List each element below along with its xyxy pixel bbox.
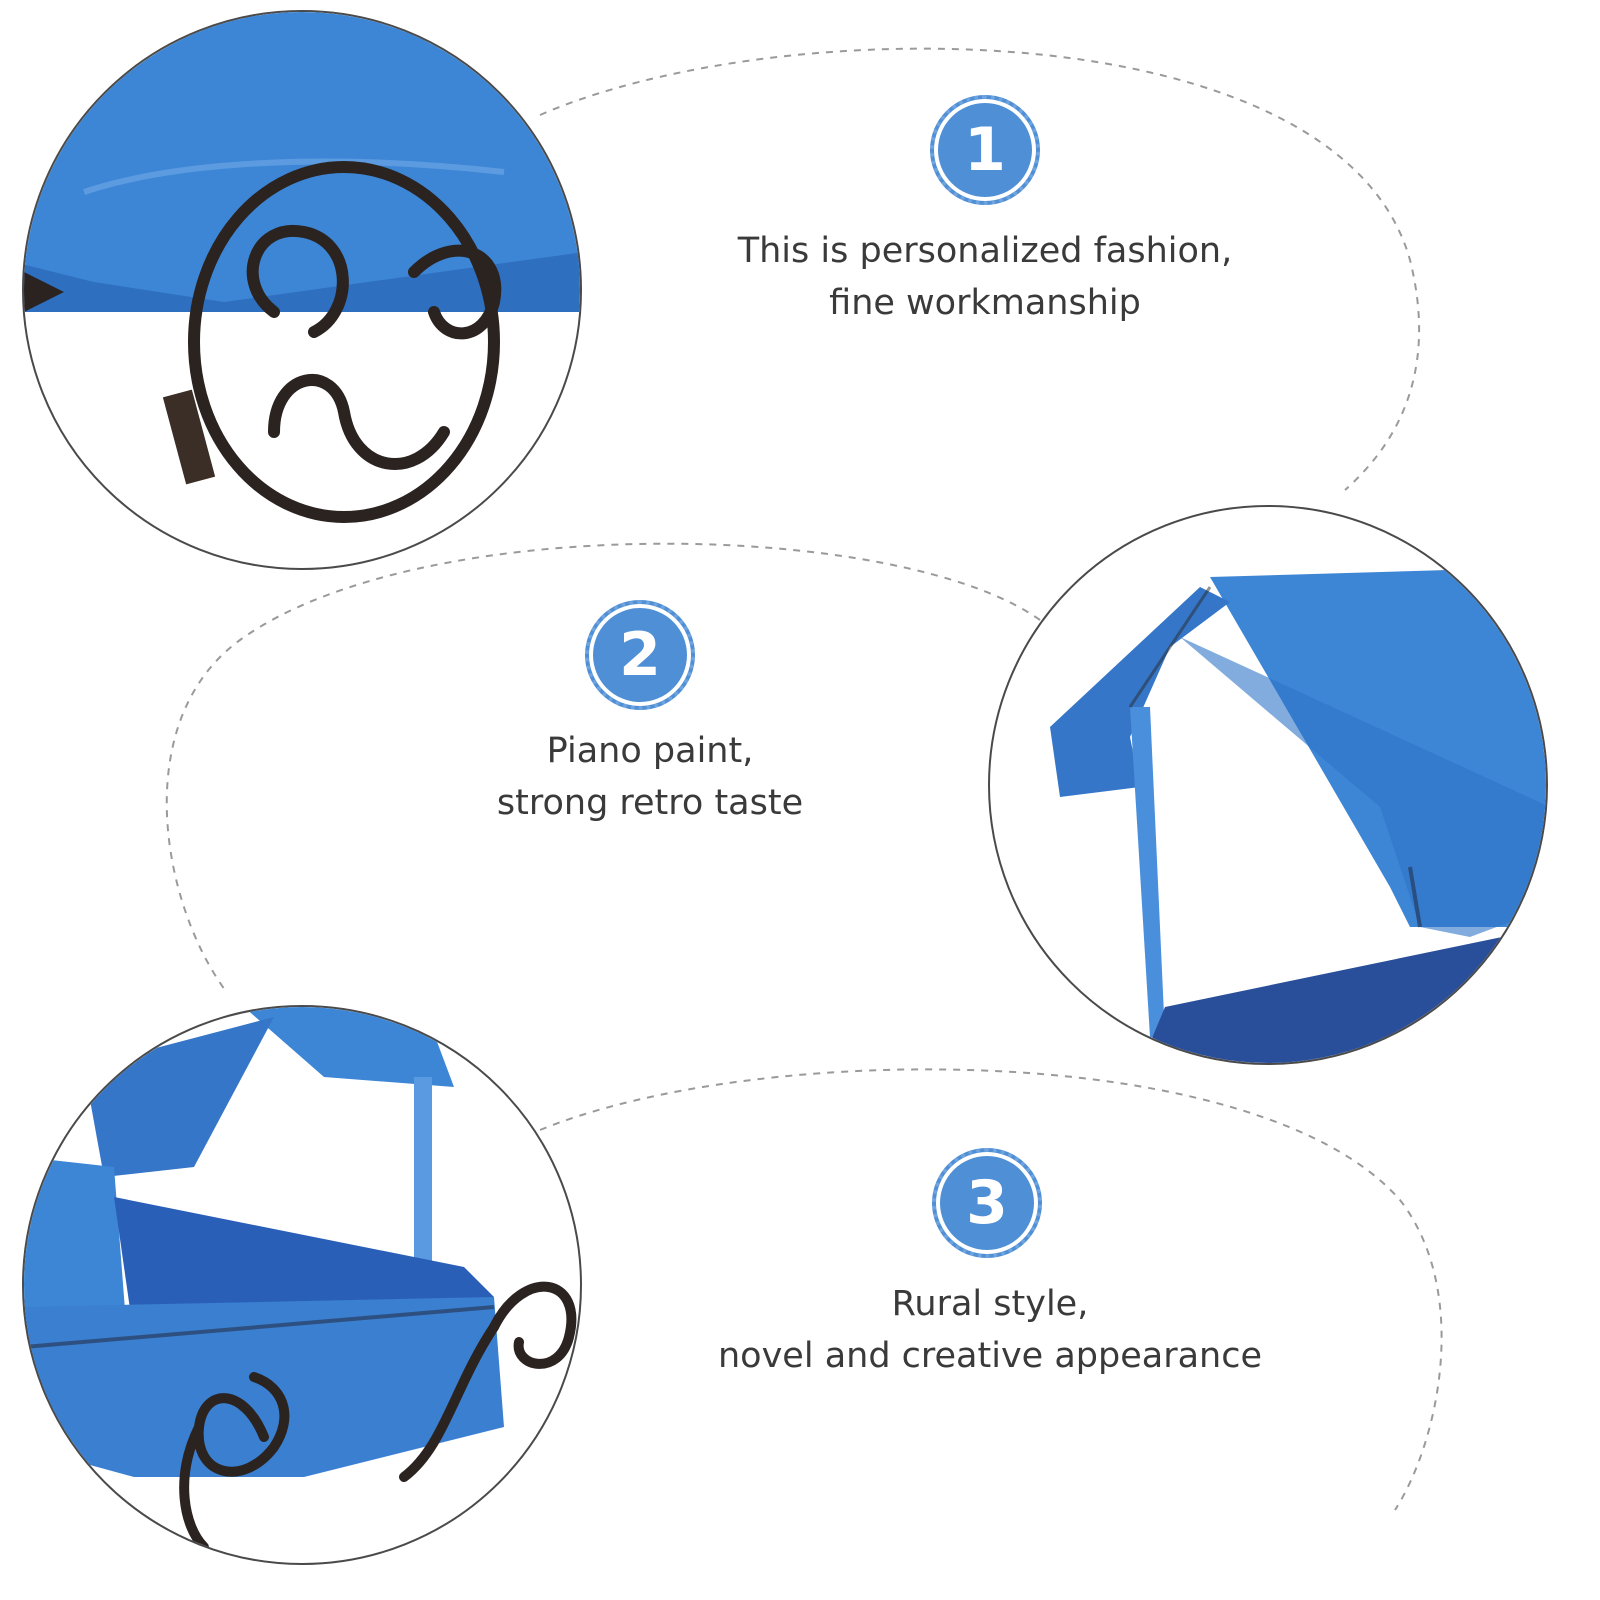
feature-caption-3: Rural style, novel and creative appearan…: [700, 1278, 1280, 1382]
dashed-arc-middle: [165, 542, 1041, 991]
feature-caption-2: Piano paint, strong retro taste: [420, 725, 880, 829]
photo-wheel-closeup: [22, 10, 582, 570]
dashed-arc-top: [539, 47, 1420, 491]
step-badge-3: 3: [932, 1148, 1042, 1258]
step-badge-1: 1: [930, 95, 1040, 205]
feature-3-line-2: novel and creative appearance: [718, 1336, 1262, 1376]
feature-2-line-1: Piano paint,: [546, 731, 754, 771]
dashed-arc-bottom: [539, 1068, 1443, 1511]
step-badge-2: 2: [585, 600, 695, 710]
photo-cart-closeup: [22, 1005, 582, 1565]
feature-caption-1: This is personalized fashion, fine workm…: [700, 225, 1270, 329]
feature-2-line-2: strong retro taste: [496, 783, 804, 823]
feature-1-line-2: fine workmanship: [829, 283, 1141, 323]
feature-3-line-1: Rural style,: [891, 1284, 1089, 1324]
feature-1-line-1: This is personalized fashion,: [737, 231, 1233, 271]
photo-roof-closeup: [988, 505, 1548, 1065]
